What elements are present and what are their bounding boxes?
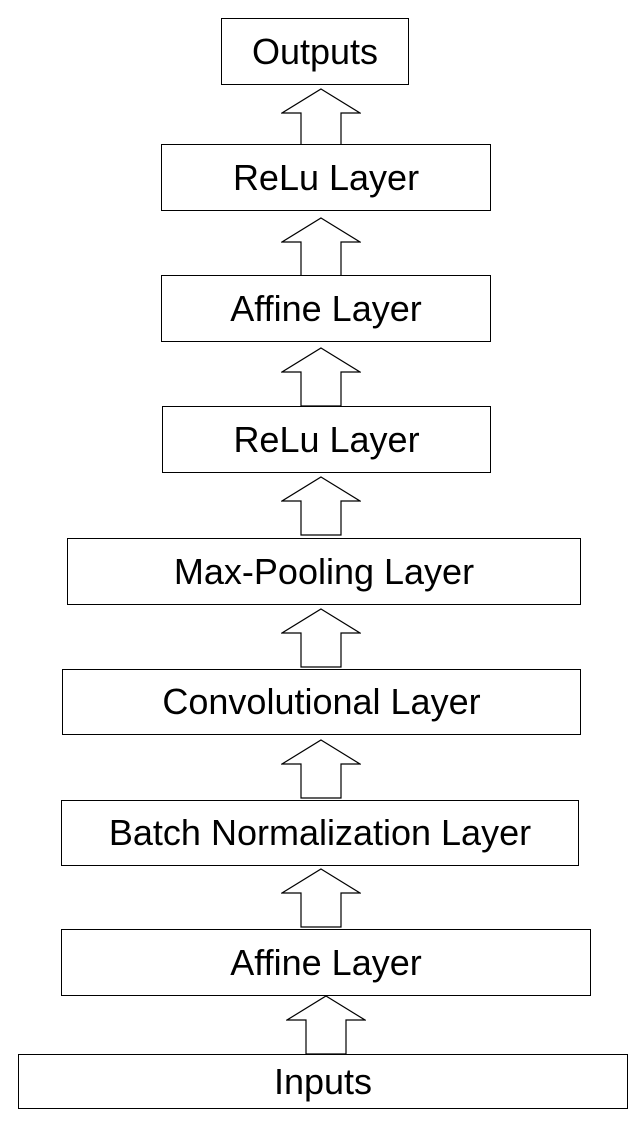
convolutional-layer-box: Convolutional Layer	[62, 669, 581, 735]
affine-layer-bottom-label: Affine Layer	[230, 941, 422, 983]
hollow-up-arrow-icon	[281, 739, 361, 799]
batch-normalization-layer-box: Batch Normalization Layer	[61, 800, 579, 866]
relu-layer-middle-box: ReLu Layer	[162, 406, 491, 473]
batch-normalization-layer-label: Batch Normalization Layer	[108, 812, 532, 853]
affine-layer-top-label: Affine Layer	[230, 287, 422, 329]
hollow-up-arrow-icon	[286, 995, 366, 1055]
hollow-up-arrow-icon	[281, 608, 361, 668]
relu-layer-middle-label: ReLu Layer	[233, 418, 420, 460]
relu-layer-top-label: ReLu Layer	[232, 156, 420, 198]
outputs-label: Outputs	[251, 30, 379, 72]
inputs-box: Inputs	[18, 1054, 628, 1109]
max-pooling-layer-label: Max-Pooling Layer	[173, 550, 475, 592]
inputs-label: Inputs	[273, 1060, 373, 1102]
hollow-up-arrow-icon	[281, 217, 361, 277]
max-pooling-layer-box: Max-Pooling Layer	[67, 538, 581, 605]
outputs-box: Outputs	[221, 18, 409, 85]
affine-layer-top-box: Affine Layer	[161, 275, 491, 342]
hollow-up-arrow-icon	[281, 868, 361, 928]
convolutional-layer-label: Convolutional Layer	[162, 681, 481, 722]
hollow-up-arrow-icon	[281, 347, 361, 407]
affine-layer-bottom-box: Affine Layer	[61, 929, 591, 996]
hollow-up-arrow-icon	[281, 88, 361, 148]
relu-layer-top-box: ReLu Layer	[161, 144, 491, 211]
hollow-up-arrow-icon	[281, 476, 361, 536]
